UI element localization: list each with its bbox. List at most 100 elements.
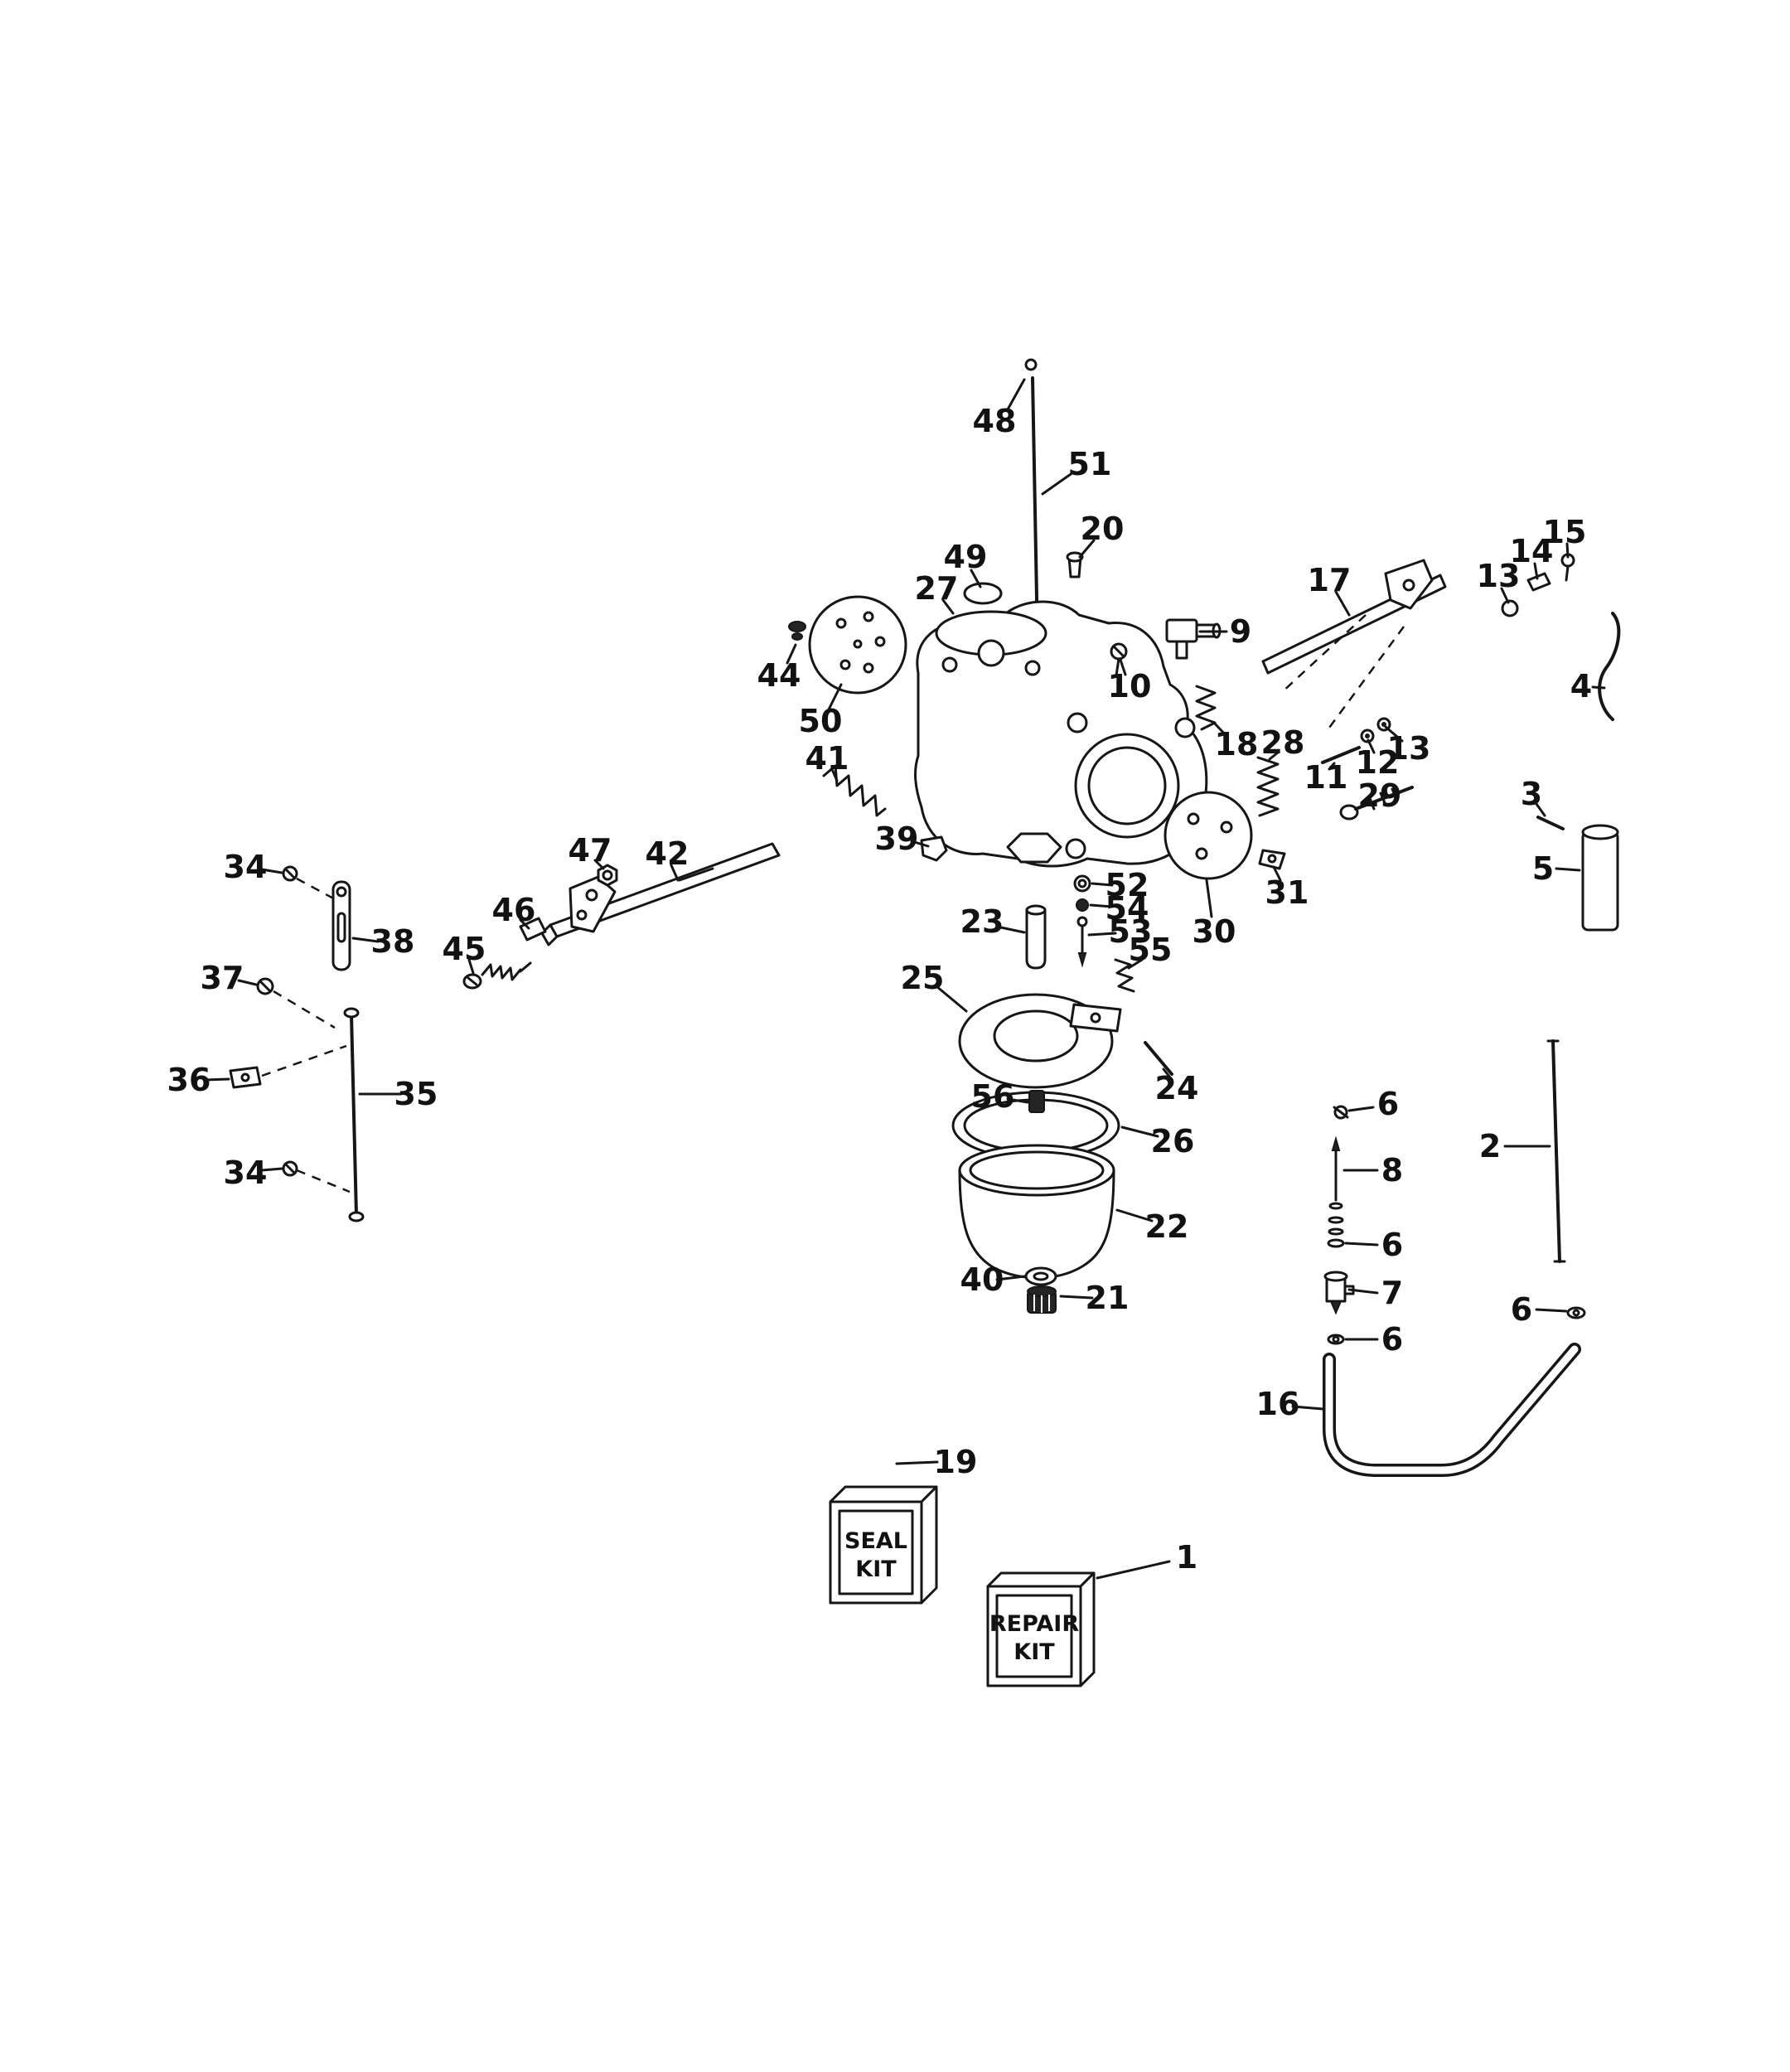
callout-11-16: 11	[1304, 759, 1348, 796]
callout-31-30: 31	[1265, 874, 1309, 911]
screw-29	[1339, 786, 1414, 821]
callout-56-43: 56	[971, 1078, 1015, 1115]
callout-29-19: 29	[1358, 777, 1402, 814]
clip-39	[920, 835, 948, 862]
float-bowl-22	[958, 1144, 1115, 1280]
leader-line-49-3	[970, 569, 982, 588]
washer-40	[1024, 1266, 1057, 1286]
spring-55	[1114, 958, 1135, 993]
callout-20-2: 20	[1081, 511, 1125, 547]
seal-kit-box: SEAL KIT	[829, 1485, 938, 1605]
clip-6-top	[1333, 1105, 1349, 1120]
leader-line-24-32	[1162, 1067, 1172, 1079]
seal-kit-label-line2: KIT	[855, 1556, 897, 1582]
spring-18	[1195, 685, 1217, 731]
callout-47-33: 47	[568, 832, 612, 869]
callout-9-7: 9	[1230, 613, 1251, 650]
inlet-needle-8	[1328, 1135, 1343, 1210]
float-25	[958, 993, 1122, 1089]
callout-4-13: 4	[1570, 668, 1592, 704]
leader-line-11-16	[1328, 762, 1336, 771]
washer-stack-6	[1327, 1216, 1345, 1248]
callout-55-28: 55	[1129, 932, 1173, 968]
callout-13-18: 13	[1387, 730, 1431, 767]
callout-23-26: 23	[960, 903, 1004, 940]
leader-line-46-35	[519, 918, 530, 930]
cylinder-5	[1581, 824, 1619, 932]
leader-line-6-53	[1535, 1308, 1568, 1313]
callout-12-17: 12	[1356, 744, 1400, 781]
leader-line-55-28	[1127, 958, 1144, 970]
screw-15	[1560, 553, 1575, 582]
callout-14-11: 14	[1510, 533, 1554, 569]
link-rod-35	[343, 1007, 365, 1222]
leader-line-18-14	[1212, 721, 1228, 738]
repair-kit-label-line1: REPAIR	[989, 1611, 1079, 1637]
callout-7-52: 7	[1381, 1275, 1403, 1311]
leader-line-7-52	[1347, 1288, 1379, 1295]
leader-line-20-2	[1078, 539, 1096, 559]
leader-line-14-11	[1533, 562, 1539, 580]
leader-line-17-9	[1334, 590, 1351, 617]
leader-line-52-24	[1091, 882, 1114, 887]
leader-line-56-43	[1006, 1097, 1029, 1104]
washers-12-13	[1360, 717, 1391, 743]
callout-26-44: 26	[1151, 1123, 1195, 1159]
leader-line-5-21	[1555, 867, 1581, 872]
screw-37	[256, 977, 336, 1029]
callout-35-41: 35	[394, 1076, 438, 1112]
callout-39-23: 39	[875, 821, 919, 857]
callout-38-38: 38	[371, 923, 415, 960]
callout-44-5: 44	[757, 657, 801, 694]
float-hinge	[1069, 1003, 1122, 1033]
leader-line-53-27	[1087, 932, 1117, 937]
cover-plate-30	[1164, 791, 1253, 880]
cap-54	[1076, 898, 1089, 912]
callout-27-4: 27	[915, 570, 959, 607]
inlet-needle-53	[1076, 916, 1088, 968]
pin-11	[1321, 746, 1361, 764]
ball-48	[1024, 358, 1038, 371]
leader-line-29-19	[1364, 798, 1372, 806]
callout-25-31: 25	[901, 960, 945, 996]
leader-line-37-39	[237, 979, 258, 986]
roller-13	[1501, 599, 1519, 617]
top-cap-49	[963, 582, 1003, 605]
callout-6-48: 6	[1377, 1086, 1399, 1122]
screw-34-upper	[282, 865, 337, 902]
callout-36-40: 36	[167, 1062, 211, 1098]
callout-6-53: 6	[1511, 1291, 1532, 1328]
leader-line-48-0	[1006, 378, 1026, 411]
callout-42-34: 42	[646, 835, 689, 872]
leader-line-21-47	[1059, 1295, 1094, 1300]
leader-line-27-4	[941, 598, 955, 615]
clip-36	[229, 1044, 347, 1089]
callout-13-10: 13	[1477, 558, 1521, 594]
callout-52-24: 52	[1105, 867, 1149, 903]
callout-19-56: 19	[934, 1444, 978, 1480]
pin-3	[1536, 816, 1565, 830]
leader-line-34-37	[260, 868, 283, 874]
nut-47	[597, 864, 618, 887]
leader-line-42-34	[670, 864, 680, 882]
leader-line-54-25	[1089, 903, 1114, 908]
callout-34-42: 34	[224, 1155, 268, 1191]
callout-6-54: 6	[1381, 1321, 1403, 1358]
callout-6-51: 6	[1381, 1227, 1403, 1263]
callout-48-0: 48	[973, 403, 1017, 439]
leader-line-40-46	[995, 1275, 1026, 1281]
callout-41-22: 41	[806, 740, 849, 777]
spring-28	[1256, 756, 1280, 817]
bushing-14	[1526, 572, 1551, 592]
carburetor-body-27	[914, 582, 1208, 868]
callout-21-47: 21	[1086, 1280, 1130, 1316]
inlet-valve-7	[1323, 1271, 1355, 1315]
leader-line-6-51	[1344, 1242, 1379, 1247]
callout-54-25: 54	[1105, 890, 1149, 927]
callout-5-21: 5	[1532, 850, 1554, 887]
callout-3-20: 3	[1521, 776, 1542, 812]
callout-2-50: 2	[1479, 1128, 1501, 1164]
cover-plate-50	[808, 595, 907, 695]
